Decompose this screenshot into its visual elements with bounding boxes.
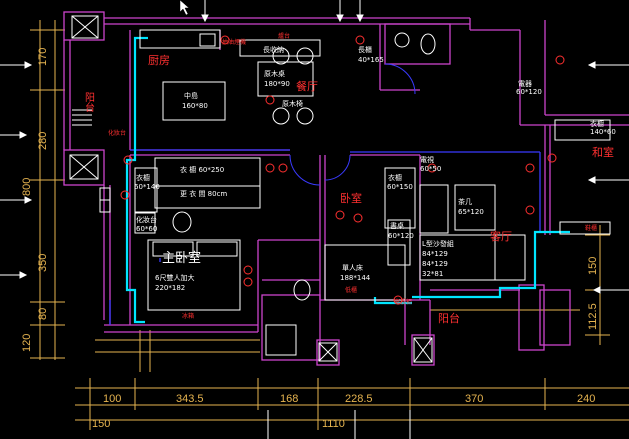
dim-left-800: 800 — [21, 178, 33, 196]
label-dresser-size: 60*60 — [136, 225, 157, 233]
label-dresser: 化妝台 — [136, 215, 157, 224]
label-single-bed: 單人床 — [342, 263, 363, 272]
label-cabinet-top-right-size: 60*120 — [516, 88, 542, 96]
outlet-markers — [120, 35, 565, 305]
label-bed-size: 220*182 — [155, 284, 185, 292]
label-wardrobe-right-size: 140*60 — [590, 128, 616, 136]
label-tea-table: 茶几 — [458, 197, 472, 206]
label-small-cabinet: 長收納 — [263, 45, 284, 54]
dim-bottom-1110: 1110 — [322, 418, 345, 430]
label-island: 中島 — [184, 91, 198, 100]
duct-boxes — [69, 15, 433, 363]
label-desk-size: 60*120 — [388, 232, 414, 240]
label-sofa-size-2: 84*129 — [422, 260, 448, 268]
dim-left-350: 350 — [37, 254, 49, 272]
label-island-size: 160*80 — [182, 102, 208, 110]
tag-hood: 抽油煙機 — [222, 38, 246, 46]
label-dining-chair: 原木椅 — [282, 99, 303, 108]
room-balcony-bottom: 阳台 — [438, 311, 460, 325]
label-tea-table-size: 65*120 — [458, 208, 484, 216]
dimension-text: 170 280 800 350 80 120 100 343.5 168 228… — [21, 48, 599, 430]
tag-tv: 电视柜 — [394, 298, 412, 306]
label-sofa-size-3: 32*81 — [422, 270, 443, 278]
dim-right-150: 150 — [587, 257, 599, 275]
label-wardrobe-mid: 衣櫥 — [388, 173, 402, 182]
tag-dresser: 化妝台 — [108, 129, 126, 137]
tag-range: 爐台 — [278, 32, 290, 40]
label-dining-table: 原木桌 — [264, 69, 285, 78]
room-and: 和室 — [592, 145, 614, 159]
dim-bottom-100: 100 — [103, 393, 121, 405]
label-dining-size: 180*90 — [264, 80, 290, 88]
furniture-labels: 中島 160*80 原木桌 180*90 原木椅 長櫃 40*165 長收納 衣… — [134, 45, 616, 292]
walls — [63, 11, 629, 366]
dim-left-170: 170 — [37, 48, 49, 66]
tag-fridge: 冰箱 — [182, 312, 194, 320]
dim-left-120: 120 — [21, 334, 33, 352]
label-sofa-size-1: 84*129 — [422, 250, 448, 258]
label-sofa: L型沙發組 — [422, 239, 454, 248]
room-living: 客厅 — [490, 229, 512, 243]
walls-blue — [109, 149, 541, 325]
label-wardrobe-mid-size: 60*150 — [387, 183, 413, 191]
tag-shoe: 鞋櫃 — [585, 224, 597, 232]
dim-bottom-168: 168 — [280, 393, 298, 405]
room-balcony-left: 阳台 — [83, 92, 95, 113]
room-kitchen: 厨房 — [148, 54, 170, 67]
dim-bottom-370: 370 — [465, 393, 483, 405]
room-master: 主卧室 — [162, 250, 201, 266]
label-single-bed-size: 188*144 — [340, 274, 371, 282]
dim-left-280: 280 — [37, 132, 49, 150]
dim-bottom-228: 228.5 — [345, 393, 373, 405]
mouse-cursor-icon — [179, 0, 190, 16]
dim-right-112: 112.5 — [587, 303, 599, 330]
tag-low: 低櫃 — [345, 286, 357, 294]
label-tv-size: 60*50 — [420, 165, 441, 173]
label-bed: 6尺雙人加大 — [155, 273, 194, 282]
label-desk: 書桌 — [390, 221, 404, 230]
appliance-tags: 抽油煙機 冰箱 低櫃 化妝台 电视柜 爐台 鞋櫃 — [108, 32, 597, 320]
room-bedroom: 卧室 — [340, 191, 362, 205]
label-long-cabinet-size: 40*165 — [358, 56, 384, 64]
label-dressing: 更 衣 間 80cm — [180, 189, 227, 198]
label-tv: 電視 — [420, 155, 434, 164]
dimension-lines — [30, 20, 629, 430]
label-wardrobe-top: 衣 櫥 60*250 — [180, 165, 224, 174]
label-wardrobe-left: 衣櫥 — [136, 173, 150, 182]
furniture-outlines — [72, 29, 611, 356]
label-long-cabinet: 長櫃 — [358, 45, 372, 54]
dim-bottom-343: 343.5 — [176, 393, 204, 405]
room-labels: 厨房 餐厅 阳台 主卧室 卧室 客厅 阳台 和室 — [83, 54, 615, 325]
label-wardrobe-left-size: 60*140 — [134, 183, 160, 191]
label-cabinet-top-right: 電器 — [518, 80, 532, 88]
dim-bottom-240: 240 — [577, 393, 595, 405]
room-dining: 餐厅 — [296, 79, 318, 93]
dim-bottom-150: 150 — [92, 418, 110, 430]
dim-left-80: 80 — [37, 308, 49, 320]
doors — [289, 63, 416, 186]
label-wardrobe-right: 衣櫥 — [590, 119, 604, 128]
